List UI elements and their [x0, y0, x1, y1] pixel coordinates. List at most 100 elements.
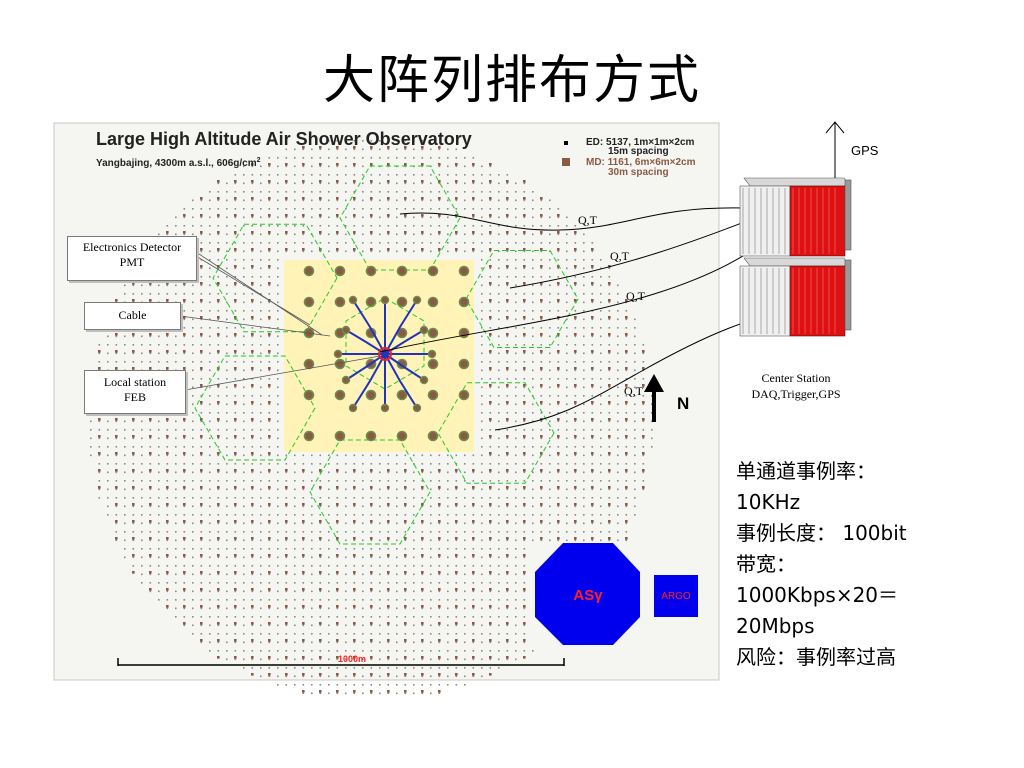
core-detector	[427, 296, 439, 308]
hexagon-west	[194, 355, 316, 461]
cable-end-detector	[341, 375, 351, 385]
core-detector	[427, 430, 439, 442]
core-detector	[396, 389, 408, 401]
north-arrow	[644, 374, 664, 422]
electronics-callout-line1: Electronics Detector	[82, 240, 182, 254]
rack-upper	[739, 177, 852, 257]
md-detector-field	[98, 146, 645, 693]
ed-legend-line1: ED: 5137, 1m×1m×2cm	[586, 137, 695, 148]
md-detector-array	[98, 146, 645, 693]
local-station-callout: Local station FEB	[84, 370, 186, 414]
cable-end-detector	[412, 295, 422, 305]
scale-bar-label: 1000m	[338, 654, 366, 664]
asg-label: ASγ	[573, 587, 603, 604]
callout-leader-lines	[179, 251, 381, 391]
core-detector	[396, 430, 408, 442]
ed-dot-field	[90, 140, 653, 695]
core-detector	[458, 265, 470, 277]
cable-line	[352, 353, 386, 409]
qt-label-4: Q,T	[624, 384, 644, 398]
core-detector	[365, 430, 377, 442]
core-detector	[303, 389, 315, 401]
local-station-line1: Local station	[103, 375, 167, 389]
argo-array-box	[654, 575, 698, 617]
gps-label: GPS	[851, 143, 879, 158]
core-detector	[458, 430, 470, 442]
core-detector	[427, 358, 439, 370]
core-detector	[458, 358, 470, 370]
rack-panel-left	[739, 265, 791, 337]
cable-end-detector	[333, 349, 343, 359]
cable-network	[338, 299, 432, 409]
cable-end-detector	[380, 403, 390, 413]
scale-bar	[117, 658, 565, 666]
core-detector	[334, 389, 346, 401]
local-station-line2: FEB	[123, 390, 146, 404]
cable-end-detector	[419, 375, 429, 385]
core-detector	[303, 430, 315, 442]
north-label: N	[677, 394, 689, 413]
slide-title: 大阵列排布方式	[322, 51, 701, 111]
hexagon-southeast	[437, 382, 555, 484]
cable-end-detector	[348, 403, 358, 413]
rack-panel-red	[789, 265, 846, 337]
rack-panel-left	[739, 185, 791, 257]
md-legend-marker	[562, 158, 570, 166]
md-legend-line2: 30m spacing	[608, 167, 669, 178]
cable-end-detector	[412, 403, 422, 413]
core-detector	[365, 265, 377, 277]
core-detector	[427, 265, 439, 277]
center-station-racks	[739, 177, 852, 337]
center-station-sublabel: DAQ,Trigger,GPS	[751, 387, 840, 401]
core-detector	[427, 389, 439, 401]
qt-label-2: Q,T	[610, 249, 630, 263]
hexagon-northwest	[212, 223, 338, 333]
stats-panel: 单通道事例率： 10KHz 事例长度： 100bit 带宽： 1000Kbps×…	[736, 456, 1016, 673]
core-detector	[334, 296, 346, 308]
asg-array-octagon	[535, 543, 640, 645]
core-detector	[303, 358, 315, 370]
core-detector	[396, 265, 408, 277]
argo-label: ARGO	[661, 591, 691, 602]
electronics-callout-line2: PMT	[119, 255, 145, 269]
rack-top	[743, 177, 851, 187]
core-detector	[458, 389, 470, 401]
md-legend-line1: MD: 1161, 6m×6m×2cm	[586, 157, 696, 168]
core-detector	[334, 430, 346, 442]
stats-line-3: 事例长度： 100bit	[736, 521, 907, 545]
cable-end-detector	[427, 349, 437, 359]
center-station-label: Center Station	[762, 371, 831, 385]
core-detector	[365, 296, 377, 308]
core-detector	[334, 358, 346, 370]
cable-line	[384, 353, 425, 381]
core-detector	[334, 265, 346, 277]
core-detector	[303, 296, 315, 308]
cable-end-detector	[348, 295, 358, 305]
map-subtitle-text: Yangbajing, 4300m a.s.l., 606g/cm	[96, 158, 257, 169]
stats-line-4: 带宽：	[736, 552, 796, 576]
ed-detector-array	[90, 140, 653, 695]
stats-line-2: 10KHz	[736, 490, 801, 514]
map-subtitle: Yangbajing, 4300m a.s.l., 606g/cm2	[96, 157, 261, 169]
cable-callout-label: Cable	[118, 308, 147, 322]
central-hexagon	[345, 297, 425, 390]
electronics-detector-callout: Electronics Detector PMT	[67, 236, 197, 281]
stats-line-5: 1000Kbps×20＝	[736, 583, 899, 607]
qt-label-3: Q,T	[626, 289, 646, 303]
map-subtitle-superscript: 2	[257, 157, 261, 164]
rack-side	[844, 179, 852, 251]
stats-line-1: 单通道事例率：	[736, 459, 876, 483]
stats-line-6: 20Mbps	[736, 614, 815, 638]
cable-line	[345, 353, 386, 381]
core-detectors	[303, 265, 470, 442]
rack-side	[844, 259, 852, 331]
core-detector	[458, 296, 470, 308]
cable-callout: Cable	[84, 302, 181, 330]
map-title: Large High Altitude Air Shower Observato…	[96, 129, 472, 149]
cable-nodes	[333, 295, 437, 413]
ed-legend-marker	[564, 141, 568, 145]
cable-end-detector	[380, 295, 390, 305]
core-detector	[365, 389, 377, 401]
qt-label-1: Q,T	[578, 213, 598, 227]
core-detector	[427, 327, 439, 339]
